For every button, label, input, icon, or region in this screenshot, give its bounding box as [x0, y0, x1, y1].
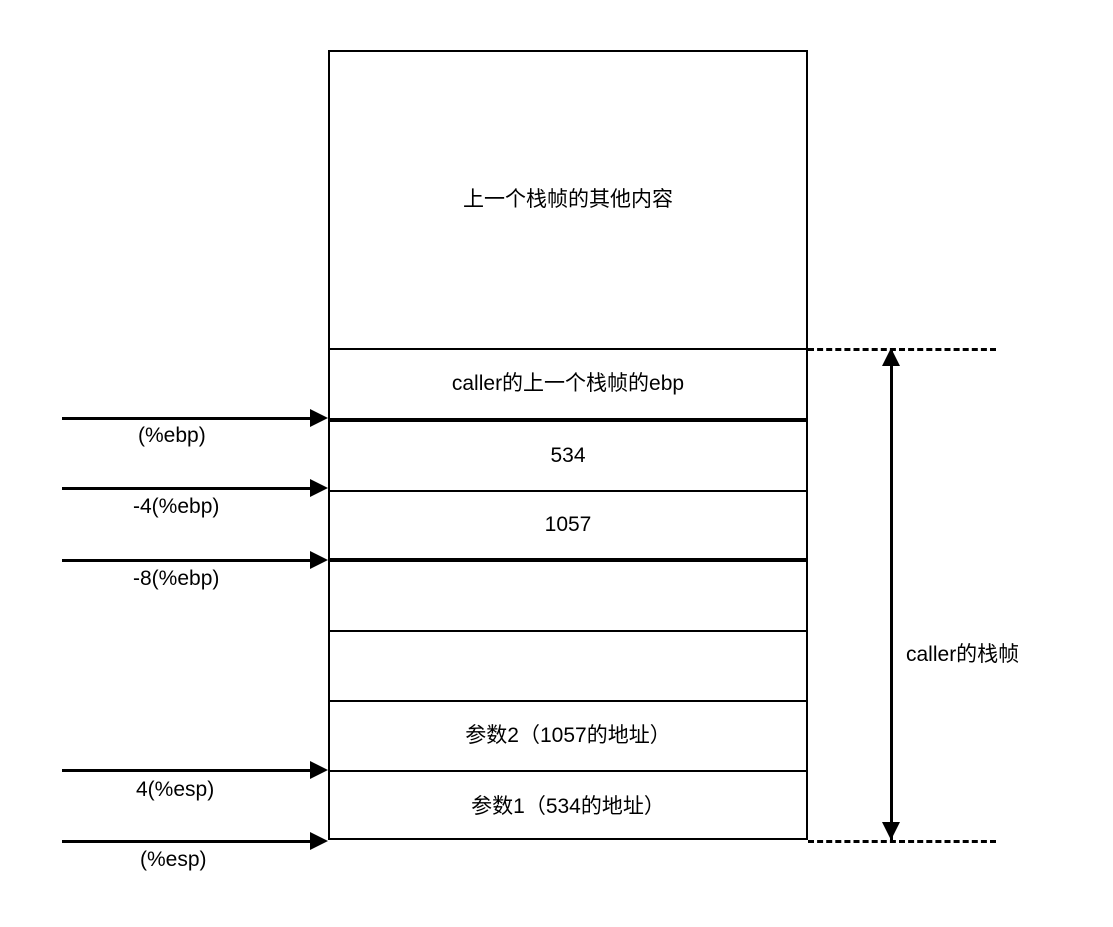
- arrow-head-icon: [310, 409, 328, 427]
- arrow-head-icon: [310, 761, 328, 779]
- pointer-label-ebp-8: -8(%ebp): [133, 567, 220, 590]
- pointer-label-esp: (%esp): [140, 848, 207, 871]
- frame-extent-arrow-shaft: [890, 348, 893, 840]
- stack-frame-box: 上一个栈帧的其他内容 caller的上一个栈帧的ebp 534 1057 参数2…: [328, 50, 808, 840]
- arrow-shaft: [62, 417, 312, 420]
- stack-row: 534: [330, 422, 806, 492]
- stack-row: caller的上一个栈帧的ebp: [330, 350, 806, 422]
- stack-row: 1057: [330, 492, 806, 562]
- stack-row-label: 参数2（1057的地址）: [465, 724, 671, 748]
- stack-row-label: 534: [550, 444, 586, 468]
- stack-row-label: caller的上一个栈帧的ebp: [451, 372, 685, 396]
- pointer-label-ebp-4: -4(%ebp): [133, 495, 220, 518]
- arrow-head-icon: [310, 551, 328, 569]
- arrow-head-icon: [310, 832, 328, 850]
- arrow-shaft: [62, 559, 312, 562]
- stack-row-label: 上一个栈帧的其他内容: [463, 188, 673, 212]
- arrow-shaft: [62, 840, 312, 843]
- stack-row: [330, 632, 806, 702]
- stack-row: 参数1（534的地址）: [330, 772, 806, 842]
- arrow-shaft: [62, 487, 312, 490]
- stack-row-label: 参数1（534的地址）: [471, 795, 665, 819]
- frame-extent-dashed-line-top: [808, 348, 996, 351]
- arrow-shaft: [62, 769, 312, 772]
- arrow-head-down-icon: [882, 822, 900, 840]
- pointer-label-esp-4: 4(%esp): [136, 778, 215, 801]
- arrow-head-up-icon: [882, 348, 900, 366]
- frame-extent-dashed-line-bottom: [808, 840, 996, 843]
- arrow-head-icon: [310, 479, 328, 497]
- frame-extent-label: caller的栈帧: [906, 643, 1020, 666]
- stack-row: 参数2（1057的地址）: [330, 702, 806, 772]
- stack-row-label: 1057: [544, 513, 592, 537]
- pointer-label-ebp: (%ebp): [138, 424, 206, 447]
- stack-row: 上一个栈帧的其他内容: [330, 52, 806, 350]
- stack-row: [330, 562, 806, 632]
